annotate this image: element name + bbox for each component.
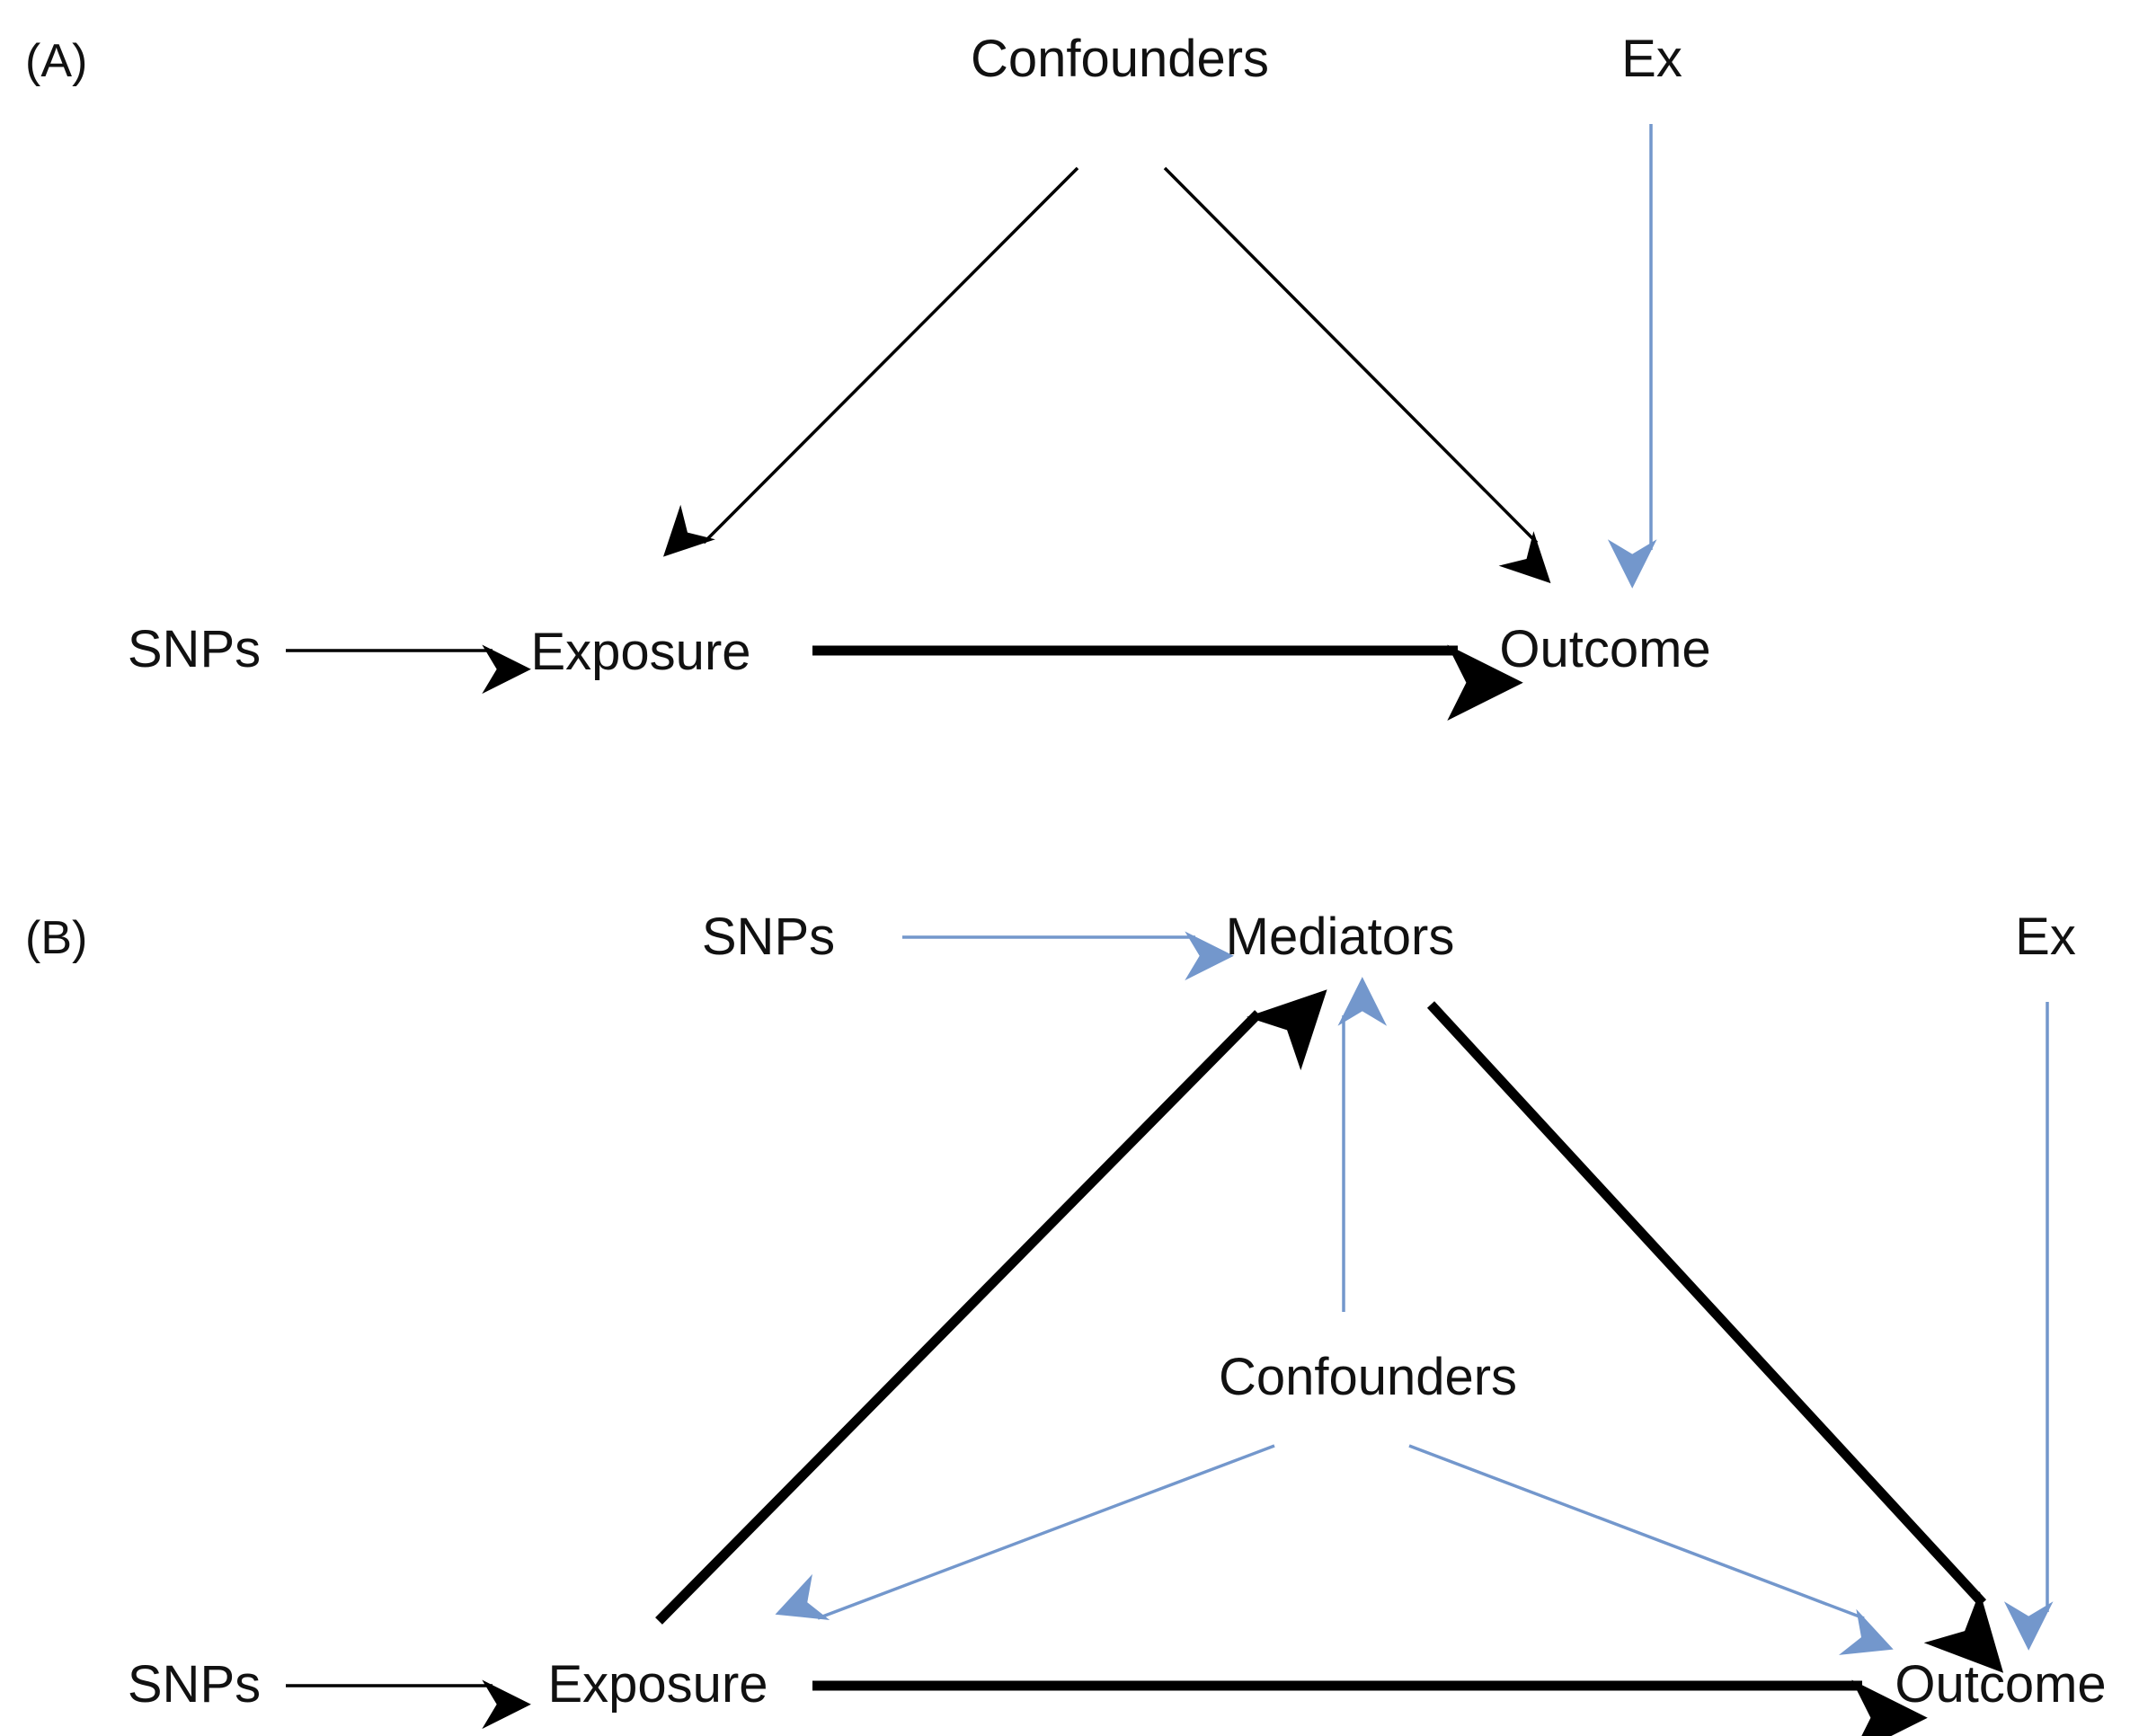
- node-b-ex: Ex: [2015, 908, 2076, 966]
- node-a-ex: Ex: [1621, 30, 1682, 88]
- panel-a-label: (A): [25, 35, 88, 87]
- node-b-snps-bottom: SNPs: [127, 1655, 262, 1714]
- node-a-outcome: Outcome: [1499, 620, 1711, 678]
- node-b-snps-top: SNPs: [701, 908, 836, 966]
- edge-a-confounders-to-exposure: [662, 166, 1079, 557]
- panel-a: (A) Confounders Ex SNPs Exposure Outcome: [0, 0, 2130, 773]
- panel-a-edges: [286, 124, 1657, 721]
- edge-b-exposure-to-mediators: [655, 989, 1327, 1625]
- edge-a-confounders-to-outcome: [1163, 166, 1551, 584]
- node-a-exposure: Exposure: [530, 623, 751, 681]
- edge-b-mediators-to-outcome: [1426, 1001, 2004, 1673]
- node-a-snps: SNPs: [127, 620, 262, 678]
- panel-b: (B) SNPs Mediators Ex Confounders SNPs E…: [0, 773, 2130, 1736]
- edge-b-confounders-to-exposure: [775, 1444, 1275, 1620]
- node-b-mediators: Mediators: [1225, 908, 1455, 966]
- panel-b-edges: [286, 931, 2054, 1736]
- node-b-confounders: Confounders: [1218, 1348, 1518, 1406]
- node-b-outcome: Outcome: [1895, 1655, 2107, 1714]
- node-b-exposure: Exposure: [547, 1655, 768, 1714]
- panel-b-label: (B): [25, 912, 88, 964]
- node-a-confounders: Confounders: [970, 30, 1270, 88]
- edge-b-confounders-to-outcome: [1408, 1444, 1894, 1655]
